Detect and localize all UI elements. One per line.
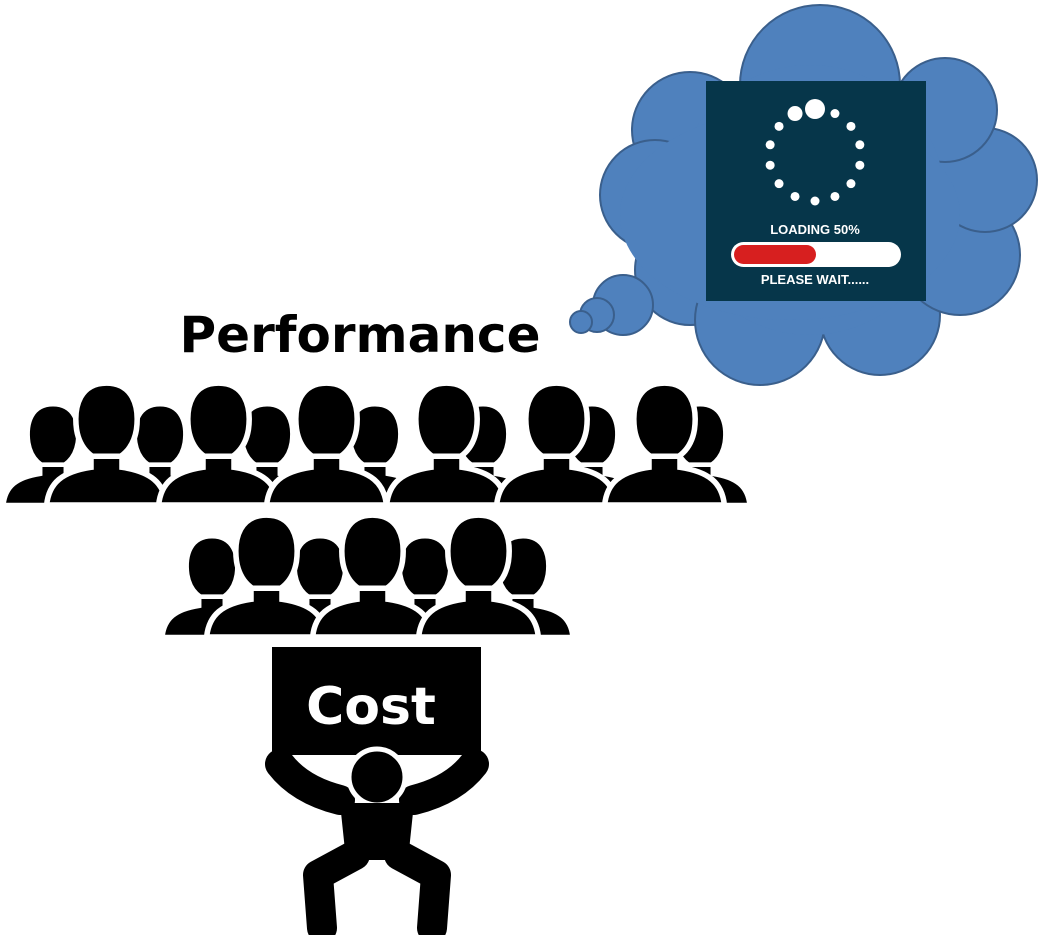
- spinner-dot: [787, 106, 803, 122]
- spinner-dot: [855, 160, 865, 170]
- spinner-dot: [846, 121, 856, 131]
- cost-label: Cost: [306, 677, 436, 737]
- crowd-front-row: [207, 515, 539, 637]
- spinner-dot: [855, 140, 865, 150]
- spinner-dot: [810, 196, 820, 206]
- group-of-people-icon: [4, 383, 750, 505]
- spinner-dot: [774, 121, 784, 131]
- cost-box: Cost: [272, 647, 481, 755]
- spinner-dot: [805, 99, 825, 119]
- spinner-dot: [765, 140, 775, 150]
- spinner-dot: [765, 160, 775, 170]
- performance-label: Performance: [180, 306, 541, 364]
- lifter-arms: [265, 749, 489, 815]
- spinner-dot: [830, 109, 840, 119]
- loading-spinner-icon: [765, 99, 865, 206]
- spinner-dot: [846, 179, 856, 189]
- spinner-dot: [790, 191, 800, 201]
- person-lifting-icon: [265, 746, 489, 935]
- loading-screen: LOADING 50% PLEASE WAIT......: [706, 81, 926, 301]
- lifter-legs: [303, 840, 451, 935]
- group-of-people-icon: [163, 515, 573, 637]
- thought-bubble-small: [569, 310, 593, 334]
- progress-fill: [734, 245, 816, 264]
- spinner-dot: [830, 191, 840, 201]
- loading-label: LOADING 50%: [770, 222, 860, 237]
- please-wait-label: PLEASE WAIT......: [761, 272, 869, 287]
- lifter-head: [346, 746, 408, 808]
- spinner-dot: [774, 179, 784, 189]
